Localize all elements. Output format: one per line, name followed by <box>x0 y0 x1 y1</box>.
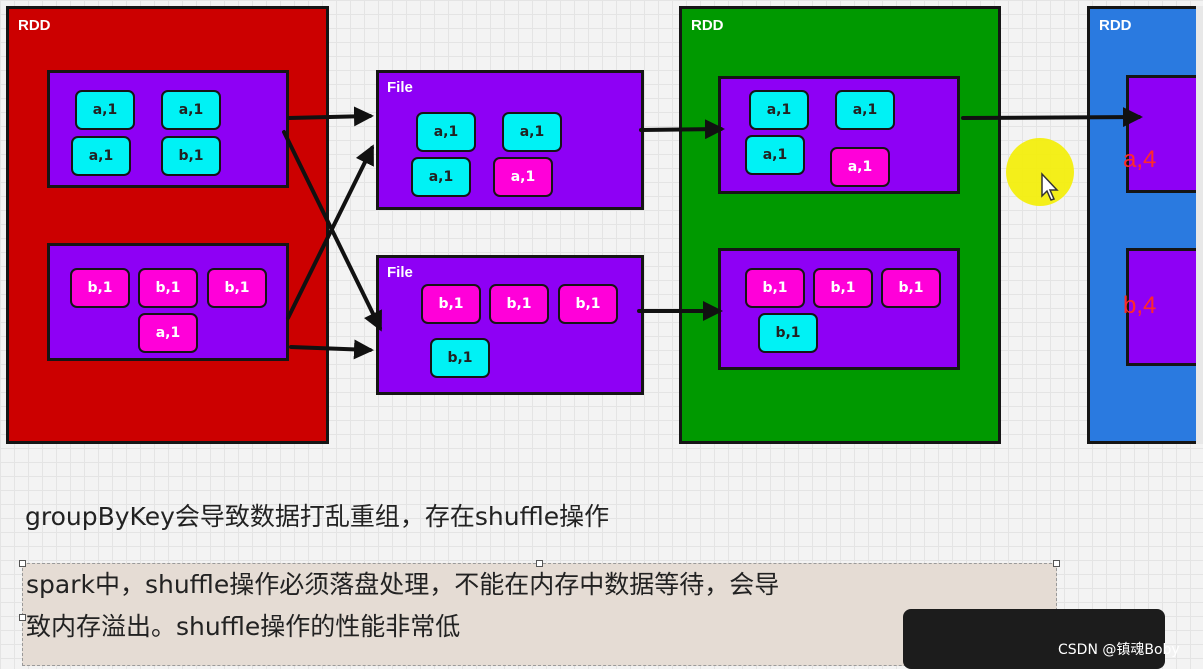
aggregate-value: a,4 <box>1123 146 1157 173</box>
arrow <box>287 106 374 127</box>
cursor-pointer-icon <box>1041 172 1059 201</box>
resize-handle[interactable] <box>19 614 26 621</box>
selected-text-box[interactable]: spark中，shuffle操作必须落盘处理，不能在内存中数据等待，会导 致内存… <box>22 563 1057 666</box>
kv-item: b,1 <box>745 268 805 308</box>
read-rdd-label: RDD <box>691 17 724 34</box>
arrow <box>639 119 725 140</box>
shuffle-file-2: File b,1 b,1 b,1 b,1 <box>376 255 644 395</box>
cursor-highlight <box>1006 138 1074 206</box>
caption-line-3: 致内存溢出。shuffle操作的性能非常低 <box>26 612 461 641</box>
arrow <box>286 144 374 320</box>
caption-line-2: spark中，shuffle操作必须落盘处理，不能在内存中数据等待，会导 <box>26 570 780 599</box>
result-rdd-label: RDD <box>1099 17 1132 34</box>
kv-item: b,1 <box>421 284 481 324</box>
kv-item: a,1 <box>75 90 135 130</box>
source-partition-1: a,1 a,1 a,1 b,1 <box>47 70 289 188</box>
watermark: CSDN @镇魂Boby <box>1058 642 1180 658</box>
caption-line-1: groupByKey会导致数据打乱重组，存在shuffle操作 <box>25 502 610 531</box>
kv-item: b,1 <box>881 268 941 308</box>
kv-item: b,1 <box>70 268 130 308</box>
source-rdd-label: RDD <box>18 17 51 34</box>
kv-item: b,1 <box>207 268 267 308</box>
kv-item: b,1 <box>758 313 818 353</box>
result-partition-2 <box>1126 248 1203 366</box>
source-partition-2: b,1 b,1 b,1 a,1 <box>47 243 289 361</box>
result-partition-1 <box>1126 75 1203 193</box>
kv-item: a,1 <box>138 313 198 353</box>
read-partition-2: b,1 b,1 b,1 b,1 <box>718 248 960 370</box>
kv-item: a,1 <box>749 90 809 130</box>
file-label: File <box>387 79 413 96</box>
arrow <box>961 107 1143 128</box>
kv-item: a,1 <box>830 147 890 187</box>
kv-item: a,1 <box>161 90 221 130</box>
kv-item: a,1 <box>835 90 895 130</box>
kv-item: a,1 <box>493 157 553 197</box>
resize-handle[interactable] <box>536 560 543 567</box>
kv-item: a,1 <box>416 112 476 152</box>
video-control-overlay <box>903 609 1165 669</box>
kv-item: b,1 <box>489 284 549 324</box>
kv-item: b,1 <box>558 284 618 324</box>
aggregate-value: b,4 <box>1123 292 1157 319</box>
resize-handle[interactable] <box>1053 560 1060 567</box>
shuffle-file-1: File a,1 a,1 a,1 a,1 <box>376 70 644 210</box>
arrow <box>289 339 374 360</box>
scroll-edge <box>1196 6 1203 444</box>
kv-item: b,1 <box>161 136 221 176</box>
kv-item: a,1 <box>71 136 131 176</box>
read-partition-1: a,1 a,1 a,1 a,1 <box>718 76 960 194</box>
kv-item: a,1 <box>411 157 471 197</box>
kv-item: b,1 <box>138 268 198 308</box>
kv-item: a,1 <box>502 112 562 152</box>
file-label: File <box>387 264 413 281</box>
resize-handle[interactable] <box>19 560 26 567</box>
kv-item: b,1 <box>813 268 873 308</box>
kv-item: b,1 <box>430 338 490 378</box>
kv-item: a,1 <box>745 135 805 175</box>
